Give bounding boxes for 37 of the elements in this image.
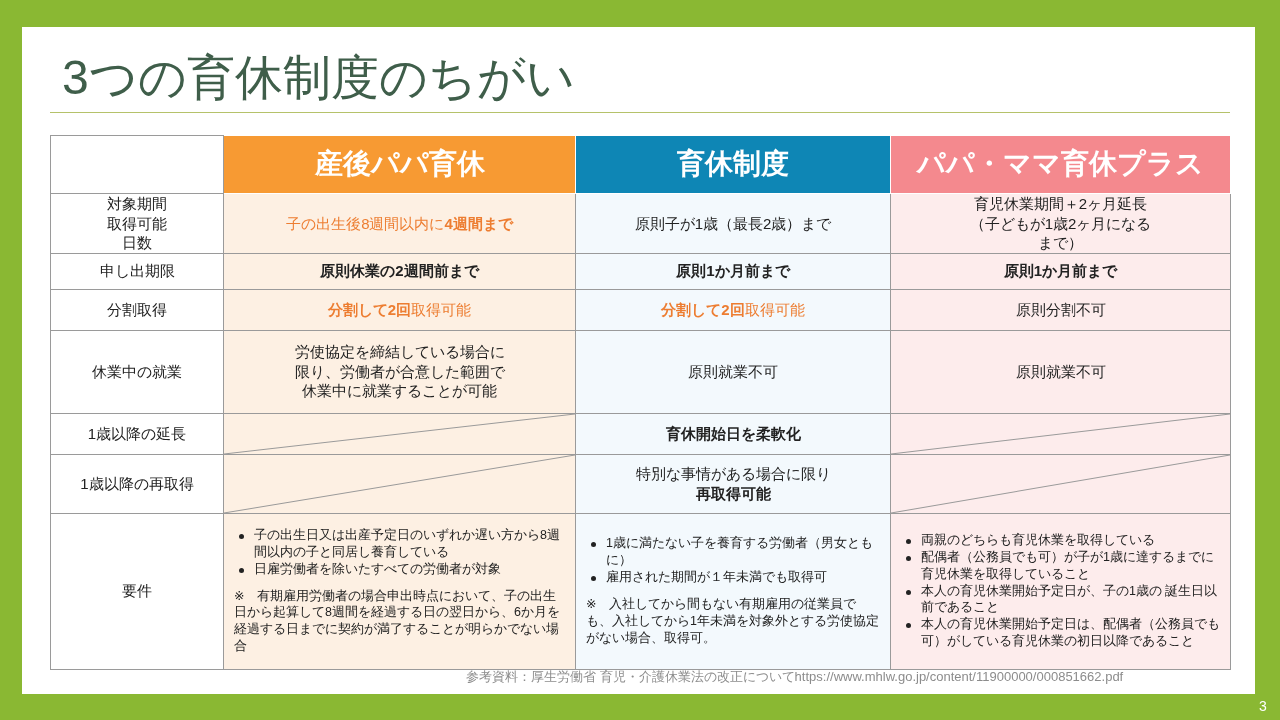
table-cell: 特別な事情がある場合に限り再取得可能 [575, 454, 891, 513]
table-cell: 分割して2回取得可能 [223, 289, 576, 330]
row-header: 1歳以降の延長 [50, 413, 224, 454]
table-cell: 原則1か月前まで [890, 253, 1231, 289]
row-header: 申し出期限 [50, 253, 224, 289]
table-cell: 育児休業期間＋2ヶ月延長（子どもが1歳2ヶ月になるまで） [890, 193, 1231, 253]
list-item-text: 本人の育児休業開始予定日は、配偶者（公務員でも可）がしている育児休業の初日以降であること [921, 617, 1220, 649]
note-text: ※ 有期雇用労働者の場合申出時点において、子の出生日から起算して8週間を経過する日の翌日から、6か月を経過する日までに契約が満了することが明らかでない場合 [234, 587, 561, 656]
list-item-text: 本人の育児休業開始予定日が、子の1歳の 誕生日以前であること [921, 583, 1218, 615]
row-header: 要件 [50, 513, 224, 669]
column-header: 育休制度 [575, 135, 891, 194]
list-item-text: 両親のどちらも育児休業を取得している [921, 532, 1155, 547]
row-header: 1歳以降の再取得 [50, 454, 224, 513]
row-header: 休業中の就業 [50, 330, 224, 413]
table-cell: 原則就業不可 [575, 330, 891, 413]
page-number: 3 [1259, 698, 1267, 714]
note-text: ※ 入社してから間もない有期雇用の従業員でも、入社してから1年未満を対象外とする労使協定がない場合、取得可。 [586, 596, 880, 647]
row-header: 分割取得 [50, 289, 224, 330]
table-cell: 子の出生後8週間以内に4週間まで [223, 193, 576, 253]
column-header: 産後パパ育休 [223, 135, 576, 194]
slide-title: 3つの育休制度のちがい [62, 50, 575, 106]
source-note: 参考資料：厚生労働省 育児・介護休業法の改正についてhttps://www.mhlw.go.jp/content/11900000/000851662.pdf [466, 668, 1124, 686]
row-header: 対象期間取得可能日数 [50, 193, 224, 253]
table-cell: 労使協定を締結している場合に限り、労働者が合意した範囲で休業中に就業することが可能 [223, 330, 576, 413]
table-cell: 原則子が1歳（最長2歳）まで [575, 193, 891, 253]
table-cell: 原則1か月前まで [575, 253, 891, 289]
list-item-text: 1歳に満たない子を養育する労働者（男女ともに） [606, 536, 873, 568]
list-item-text: 雇用された期間が１年未満でも取得可 [606, 570, 827, 585]
table-cell: 原則就業不可 [890, 330, 1231, 413]
list-item-text: 日雇労働者を除いたすべての労働者が対象 [254, 561, 501, 576]
table-cell: 原則分割不可 [890, 289, 1231, 330]
table-cell: 原則休業の2週間前まで [223, 253, 576, 289]
list-item-text: 子の出生日又は出産予定日のいずれか遅い方から8週間以内の子と同居し養育している [254, 527, 560, 559]
table-cell: 育休開始日を柔軟化 [575, 413, 891, 454]
column-header: パパ・ママ育休プラス [890, 135, 1231, 194]
list-item-text: 配偶者（公務員でも可）が子が1歳に達するまでに育児休業を取得していること [921, 549, 1214, 581]
table-cell: 分割して2回取得可能 [575, 289, 891, 330]
